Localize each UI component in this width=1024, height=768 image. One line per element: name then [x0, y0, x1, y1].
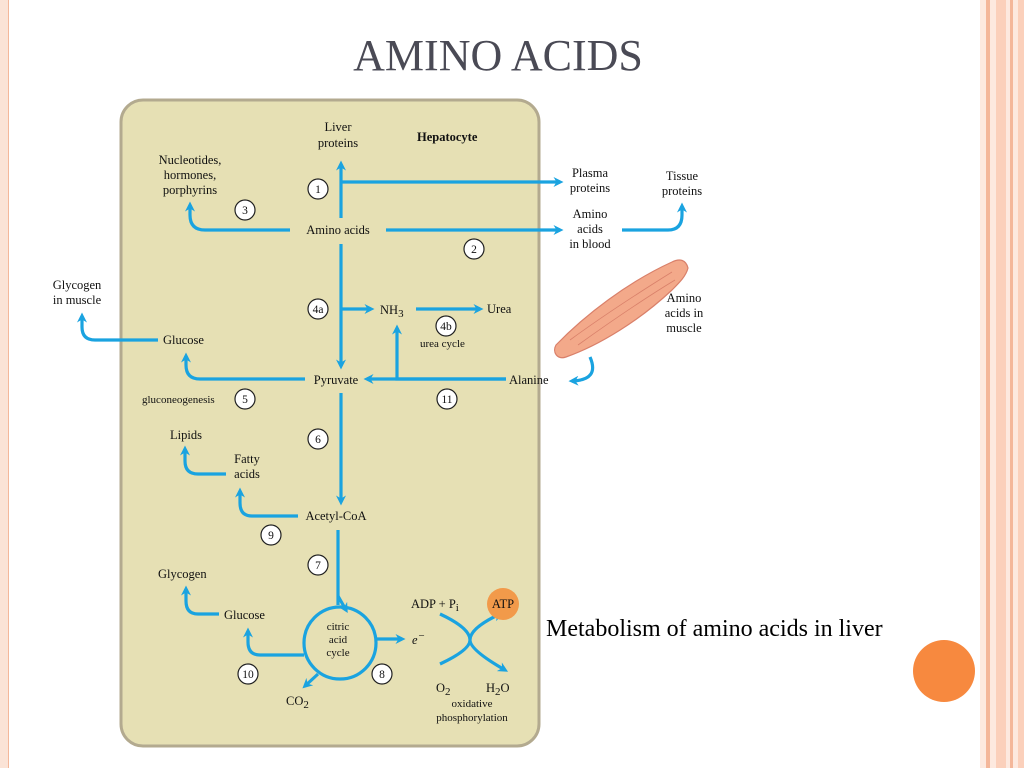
- left-decorative-border: [0, 0, 9, 768]
- svg-text:Tissue: Tissue: [666, 169, 699, 183]
- svg-text:4b: 4b: [440, 321, 452, 333]
- slide-title: AMINO ACIDS: [353, 31, 643, 80]
- svg-text:oxidative: oxidative: [452, 698, 493, 710]
- svg-text:6: 6: [315, 434, 321, 446]
- svg-text:Urea: Urea: [487, 302, 512, 316]
- svg-text:7: 7: [315, 560, 321, 572]
- svg-text:proteins: proteins: [662, 184, 702, 198]
- muscle-icon: [554, 259, 689, 359]
- decorative-orange-dot: [913, 640, 975, 702]
- svg-text:in muscle: in muscle: [53, 293, 102, 307]
- svg-text:proteins: proteins: [318, 136, 358, 150]
- svg-text:phosphorylation: phosphorylation: [436, 712, 508, 724]
- svg-text:hormones,: hormones,: [164, 168, 216, 182]
- svg-text:Glucose: Glucose: [163, 333, 204, 347]
- step-2: 2: [463, 238, 485, 260]
- svg-text:Amino: Amino: [667, 291, 702, 305]
- svg-text:Glucose: Glucose: [224, 608, 265, 622]
- svg-text:11: 11: [441, 394, 452, 406]
- svg-text:Plasma: Plasma: [572, 166, 609, 180]
- svg-text:Fatty: Fatty: [234, 452, 260, 466]
- svg-text:citric: citric: [327, 621, 350, 633]
- pathway-arrows: [77, 160, 687, 689]
- svg-text:e−: e−: [412, 630, 425, 647]
- svg-text:gluconeogenesis: gluconeogenesis: [142, 394, 215, 406]
- step-markers: 1 2 3 4a 4b 5 6 7 8 9 10 11: [234, 178, 485, 685]
- step-4b: 4b: [435, 315, 457, 337]
- svg-text:ADP + Pi: ADP + Pi: [411, 597, 459, 614]
- hepatocyte-cell: [119, 98, 541, 748]
- diagram-caption: Metabolism of amino acids in liver: [546, 616, 883, 642]
- svg-text:Pyruvate: Pyruvate: [314, 373, 359, 387]
- step-11: 11: [436, 388, 458, 410]
- svg-text:acids: acids: [234, 467, 260, 481]
- svg-text:Glycogen: Glycogen: [53, 278, 102, 292]
- svg-text:NH3: NH3: [380, 303, 404, 320]
- svg-text:acids in: acids in: [665, 306, 704, 320]
- svg-text:Acetyl-CoA: Acetyl-CoA: [305, 509, 366, 523]
- svg-text:1: 1: [315, 184, 321, 196]
- svg-text:9: 9: [268, 530, 274, 542]
- svg-text:Amino acids: Amino acids: [306, 223, 370, 237]
- svg-text:in blood: in blood: [569, 237, 611, 251]
- atp-badge: ATP: [487, 588, 519, 620]
- svg-text:CO2: CO2: [286, 694, 309, 711]
- hepatocyte-label: Hepatocyte: [417, 130, 478, 144]
- svg-text:2: 2: [471, 244, 477, 256]
- svg-text:3: 3: [242, 205, 248, 217]
- svg-text:acids: acids: [577, 222, 603, 236]
- svg-text:Glycogen: Glycogen: [158, 567, 207, 581]
- svg-text:Alanine: Alanine: [509, 373, 549, 387]
- step-7: 7: [307, 554, 329, 576]
- pathway-labels: Liver proteins Nucleotides, hormones, po…: [53, 120, 704, 724]
- svg-text:muscle: muscle: [666, 321, 702, 335]
- step-8: 8: [371, 663, 393, 685]
- step-6: 6: [307, 428, 329, 450]
- svg-text:cycle: cycle: [326, 647, 349, 659]
- step-9: 9: [260, 524, 282, 546]
- step-1: 1: [307, 178, 329, 200]
- step-10: 10: [237, 663, 259, 685]
- step-4a: 4a: [307, 298, 329, 320]
- svg-text:8: 8: [379, 669, 385, 681]
- svg-text:10: 10: [242, 669, 254, 681]
- svg-text:H2O: H2O: [486, 681, 510, 698]
- svg-text:5: 5: [242, 394, 248, 406]
- svg-text:Lipids: Lipids: [170, 428, 202, 442]
- svg-text:proteins: proteins: [570, 181, 610, 195]
- right-decorative-stripes: [980, 0, 1024, 768]
- svg-text:4a: 4a: [313, 304, 324, 316]
- svg-text:porphyrins: porphyrins: [163, 183, 217, 197]
- svg-text:Nucleotides,: Nucleotides,: [159, 153, 222, 167]
- step-5: 5: [234, 388, 256, 410]
- svg-text:Amino: Amino: [573, 207, 608, 221]
- svg-text:Liver: Liver: [324, 120, 352, 134]
- svg-text:acid: acid: [329, 634, 348, 646]
- svg-text:urea cycle: urea cycle: [420, 338, 465, 350]
- svg-text:ATP: ATP: [492, 597, 514, 611]
- svg-text:O2: O2: [436, 681, 451, 698]
- step-3: 3: [234, 199, 256, 221]
